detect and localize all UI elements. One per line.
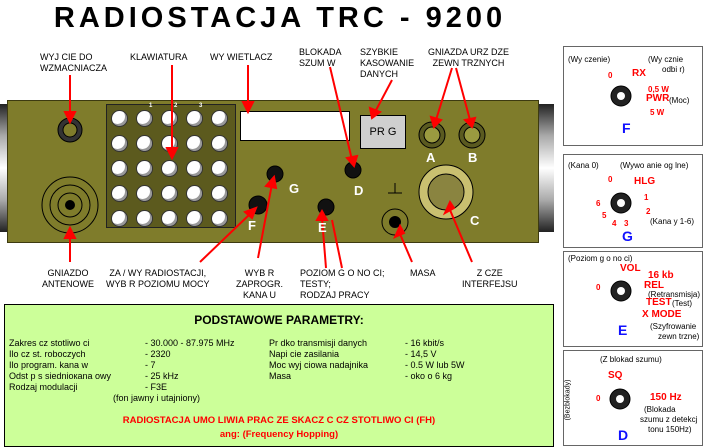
side-letter-g: G	[622, 228, 633, 244]
stripe-left	[0, 104, 10, 232]
param-left-key: Zakres cz stotliwo ci	[9, 338, 90, 348]
keypad-key[interactable]	[136, 185, 153, 202]
page-title: RADIOSTACJA TRC - 9200	[53, 2, 507, 34]
params-footer-1: RADIOSTACJA UMO LIWIA PRAC ZE SKACZ C CZ…	[122, 415, 436, 426]
param-left-key: Ilo program. kana w	[9, 360, 89, 370]
keypad-key[interactable]	[186, 185, 203, 202]
params-left-note: (fon jawny i utajniony)	[113, 393, 201, 403]
param-right-value: - 0.5 W lub 5W	[405, 360, 465, 370]
letter-d: D	[354, 183, 364, 198]
label-klawiatura: KLAWIATURA	[130, 52, 188, 62]
label-poziom: POZIOM G O NO CI;TESTY;RODZAJ PRACY	[300, 268, 385, 300]
keypad-key-label: 1	[149, 103, 153, 109]
keypad-key[interactable]	[161, 110, 178, 127]
letter-g: G	[289, 181, 300, 196]
label-zal: ZA / WY RADIOSTACJI,WYB R POZIOMU MOCY	[106, 268, 210, 289]
prog-button[interactable]: PR G	[360, 115, 406, 149]
side-panel-g: (Kana 0) (Wywo anie og lne) 0 HLG 1 2 3 …	[563, 154, 703, 248]
param-left-value: - F3E	[145, 382, 168, 392]
parameters-box: PODSTAWOWE PARAMETRY: Zakres cz stotliwo…	[4, 304, 554, 447]
keypad-key[interactable]	[186, 135, 203, 152]
letter-a: A	[426, 150, 436, 165]
keypad-key[interactable]	[111, 110, 128, 127]
keypad-key[interactable]	[136, 160, 153, 177]
keypad-key[interactable]	[111, 185, 128, 202]
keypad-key[interactable]	[211, 185, 228, 202]
param-right-key: Masa	[269, 371, 292, 381]
keypad-key[interactable]	[161, 185, 178, 202]
side-letter-f: F	[622, 120, 631, 136]
keypad-key[interactable]	[211, 160, 228, 177]
keypad-key-label: 3	[199, 103, 203, 109]
keypad-key[interactable]	[186, 110, 203, 127]
param-right-key: Moc wyj ciowa nadajnika	[269, 360, 369, 370]
param-left-key: Ilo cz st. roboczych	[9, 349, 86, 359]
param-right-value: - 16 kbit/s	[405, 338, 445, 348]
keypad-key[interactable]	[186, 210, 203, 227]
param-right-key: Pr dko transmisji danych	[269, 338, 368, 348]
keypad-key[interactable]	[111, 210, 128, 227]
param-right-key: Napi cie zasilania	[269, 349, 340, 359]
label-masa: MASA	[410, 268, 436, 278]
keypad-key[interactable]	[211, 135, 228, 152]
keypad-key[interactable]	[186, 160, 203, 177]
param-left-value: - 7	[145, 360, 156, 370]
display	[240, 111, 350, 141]
side-panel-f: (Wy czenie) (Wy cznie odbi r) 0 RX 0,5 W…	[563, 46, 703, 146]
keypad-key-label: 2	[174, 103, 178, 109]
side-letter-d: D	[618, 427, 629, 443]
label-wyswietlacz: WY WIETLACZ	[210, 52, 273, 62]
param-left-value: - 25 kHz	[145, 371, 179, 381]
param-right-value: - oko o 6 kg	[405, 371, 453, 381]
params-footer-2: ang: (Frequency Hopping)	[219, 429, 339, 440]
letter-f: F	[248, 218, 256, 233]
param-left-value: - 2320	[145, 349, 171, 359]
keypad-key[interactable]	[111, 160, 128, 177]
letter-b: B	[468, 150, 478, 165]
keypad-key[interactable]	[211, 210, 228, 227]
keypad-key[interactable]	[136, 110, 153, 127]
keypad-key[interactable]	[211, 110, 228, 127]
letter-c: C	[470, 213, 480, 228]
side-panel-e: (Poziom g o no ci) VOL 16 kb REL (Retran…	[563, 251, 703, 347]
keypad-key[interactable]	[161, 210, 178, 227]
keypad-key[interactable]	[136, 210, 153, 227]
side-panel-d: (Z blokad szumu) SQ 0 150 Hz (Blokada sz…	[563, 350, 703, 446]
param-right-value: - 14,5 V	[405, 349, 437, 359]
params-title: PODSTAWOWE PARAMETRY:	[194, 313, 364, 327]
letter-e: E	[318, 220, 327, 235]
side-letter-e: E	[618, 322, 628, 338]
keypad-key[interactable]	[136, 135, 153, 152]
param-left-key: Odst p s siednioкana owy	[9, 371, 111, 381]
param-left-value: - 30.000 - 87.975 MHz	[145, 338, 235, 348]
param-left-key: Rodzaj modulacji	[9, 382, 78, 392]
keypad-key[interactable]	[161, 160, 178, 177]
keypad-key[interactable]	[111, 135, 128, 152]
